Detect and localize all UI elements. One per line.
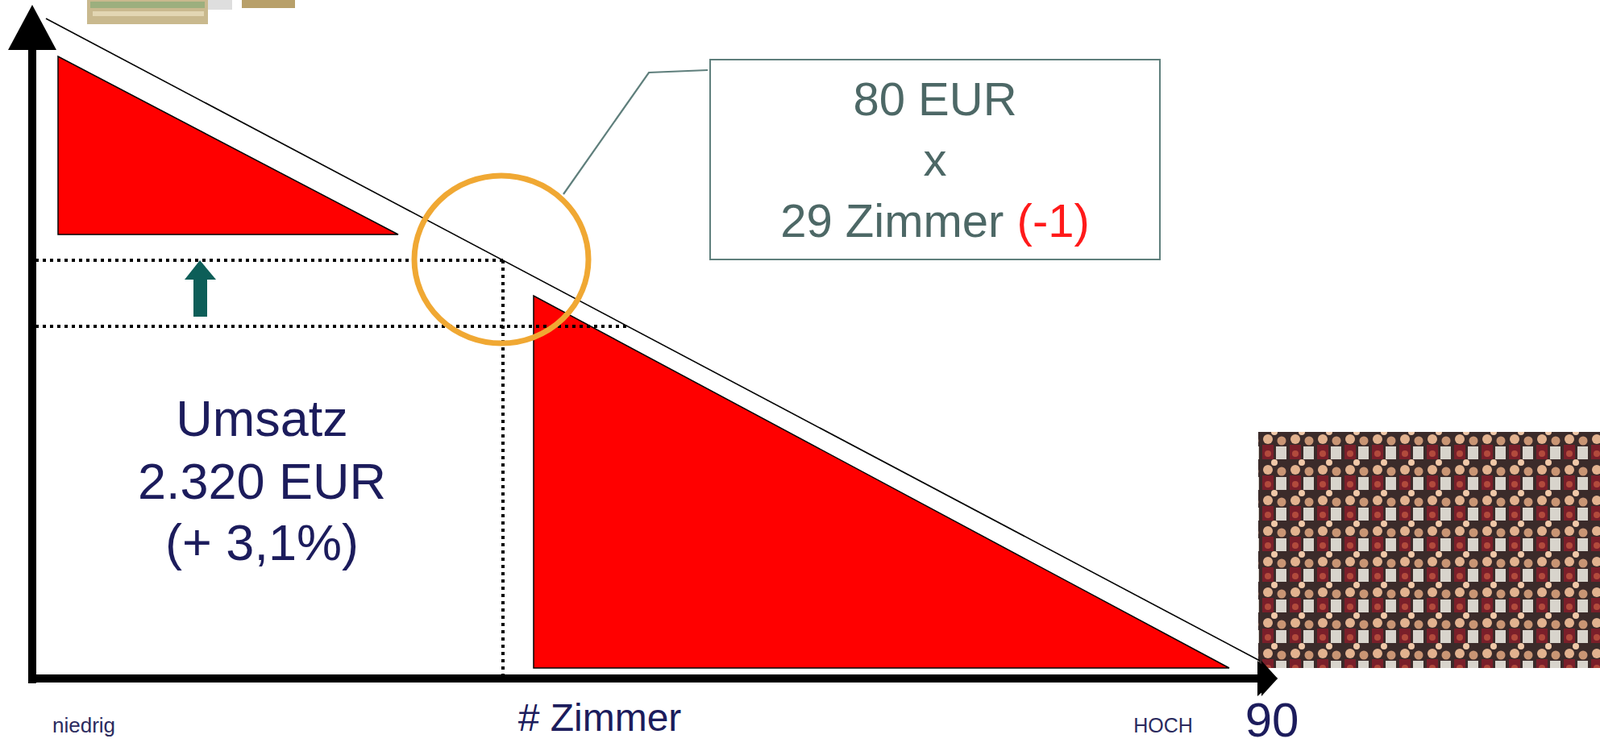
- revenue-heading: Umsatz: [175, 389, 349, 448]
- callout-text: x: [923, 132, 948, 186]
- up-arrow: [184, 260, 217, 317]
- axes: [8, 4, 1278, 697]
- revenue-change: (+ 3,1%): [165, 513, 359, 572]
- callout-text: 29 Zimmer: [780, 194, 1004, 247]
- crowd-picture: [1258, 432, 1600, 669]
- money-picture: [87, 0, 296, 25]
- highlight-circle: [414, 175, 589, 344]
- callout-line: 29 Zimmer(-1): [780, 190, 1090, 251]
- demand-line: [45, 18, 1260, 661]
- axis-title: # Zimmer: [518, 695, 682, 740]
- callout-text: 80 EUR: [852, 72, 1017, 125]
- callout-box: 80 EURx29 Zimmer(-1): [709, 58, 1161, 261]
- callout-line: x: [923, 128, 948, 190]
- revenue-loss-triangle: [58, 56, 399, 235]
- leader-line: [563, 70, 708, 195]
- axis-low-label: niedrig: [52, 714, 116, 739]
- revenue-value: 2.320 EUR: [137, 452, 387, 511]
- axis-high-label: HOCH: [1133, 714, 1193, 738]
- axis-max-value: 90: [1245, 692, 1300, 749]
- callout-line: 80 EUR: [852, 68, 1017, 129]
- callout-text: (-1): [1017, 194, 1090, 247]
- dotted-guides: [35, 260, 628, 679]
- revenue-loss-triangle: [533, 295, 1230, 669]
